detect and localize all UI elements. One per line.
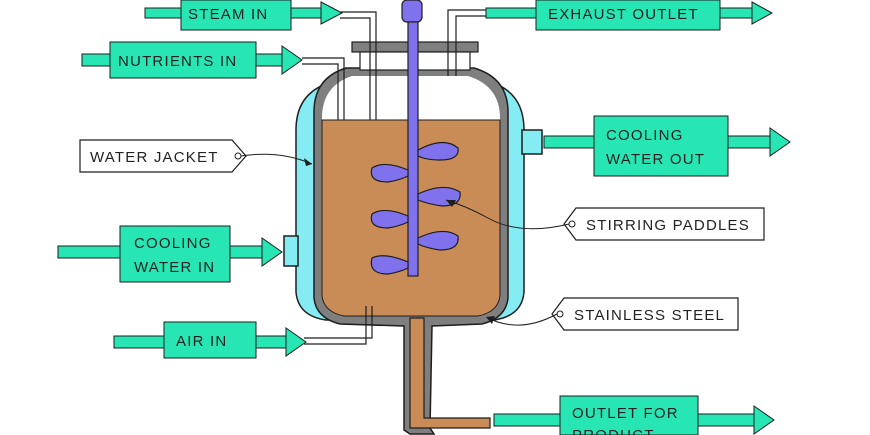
stirrer bbox=[370, 0, 461, 277]
nutrients-in-arrow: NUTRIENTS IN bbox=[81, 41, 303, 79]
steam-in-arrow: STEAM IN bbox=[144, 0, 344, 31]
cooling-water-in-label-line1: COOLING bbox=[134, 235, 212, 252]
nutrients-pipe bbox=[302, 57, 345, 120]
stainless-steel-pointer bbox=[487, 313, 558, 326]
stainless-steel-tag: STAINLESS STEEL bbox=[486, 297, 739, 331]
outlet-for-product-arrow: OUTLET FOR PRODUCT bbox=[493, 395, 775, 435]
water-jacket-label: WATER JACKET bbox=[90, 149, 219, 166]
air-in-label: AIR IN bbox=[176, 333, 227, 350]
stirring-paddle bbox=[370, 209, 409, 229]
cooling-water-in-label-line2: WATER IN bbox=[134, 259, 215, 276]
air-pipe bbox=[304, 306, 373, 345]
exhaust-pipe bbox=[447, 9, 486, 76]
exhaust-outlet-label: EXHAUST OUTLET bbox=[548, 6, 699, 23]
product-outlet-pipe bbox=[409, 317, 491, 429]
water-jacket-tag: WATER JACKET bbox=[79, 139, 313, 173]
jacket-nozzle-top-right bbox=[521, 129, 543, 155]
exhaust-outlet-arrow: EXHAUST OUTLET bbox=[485, 0, 774, 31]
stirring-paddle bbox=[417, 141, 459, 161]
cooling-water-out-arrow: COOLING WATER OUT bbox=[543, 115, 791, 177]
pipe-lines bbox=[302, 9, 486, 345]
outlet-for-product-label-line2: PRODUCT bbox=[572, 427, 655, 435]
air-in-arrow: AIR IN bbox=[113, 321, 307, 359]
stirring-paddle bbox=[370, 255, 409, 275]
cooling-water-out-label-line2: WATER OUT bbox=[606, 151, 705, 168]
stirrer-shaft bbox=[407, 21, 419, 277]
stirrer-motor bbox=[401, 0, 423, 23]
stirring-paddles-pointer bbox=[445, 199, 570, 230]
stirring-paddle bbox=[417, 230, 459, 251]
stirring-paddles-tag: STIRRING PADDLES bbox=[445, 199, 765, 241]
stirring-paddles-label: STIRRING PADDLES bbox=[586, 217, 750, 234]
outlet-for-product-label-line1: OUTLET FOR bbox=[572, 405, 679, 422]
stainless-steel-label: STAINLESS STEEL bbox=[574, 307, 725, 324]
jacket-nozzle-bottom-left bbox=[283, 235, 299, 267]
steam-in-label: STEAM IN bbox=[188, 6, 268, 23]
cooling-water-out-label-line1: COOLING bbox=[606, 127, 684, 144]
steam-pipe bbox=[340, 11, 377, 120]
cooling-water-in-arrow: COOLING WATER IN bbox=[57, 225, 283, 283]
stirring-paddle bbox=[370, 163, 409, 183]
nutrients-in-label: NUTRIENTS IN bbox=[118, 53, 237, 70]
